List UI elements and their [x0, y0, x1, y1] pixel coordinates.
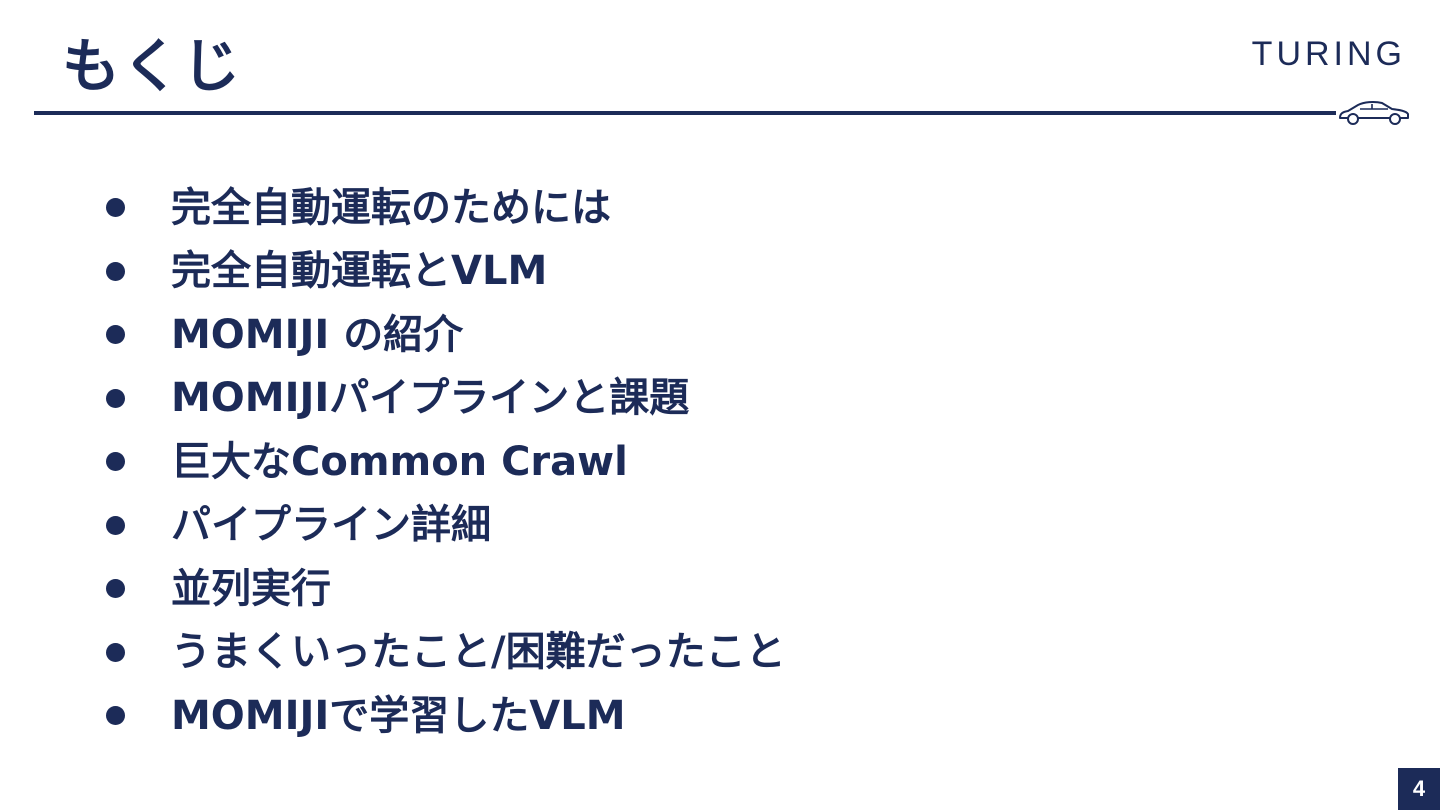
toc-item-label: 完全自動運転とVLM [171, 248, 548, 295]
bullet-icon [106, 261, 125, 281]
page-title: もくじ [62, 32, 243, 100]
turing-logo: TURING [1251, 35, 1406, 73]
bullet-icon [106, 452, 125, 472]
bullet-icon [106, 642, 125, 662]
list-item: 完全自動運転とVLM [106, 240, 786, 304]
list-item: MOMIJI の紹介 [106, 303, 786, 367]
list-item: 巨大なCommon Crawl [106, 430, 786, 494]
toc-item-label: パイプライン詳細 [171, 502, 491, 549]
car-icon [1339, 100, 1409, 125]
toc-item-label: うまくいったこと/困難だったこと [171, 629, 786, 676]
list-item: MOMIJIパイプラインと課題 [106, 367, 786, 431]
bullet-icon [106, 579, 125, 599]
toc-item-label: MOMIJIで学習したVLM [171, 692, 626, 739]
page-number-badge: 4 [1398, 768, 1440, 810]
bullet-icon [106, 325, 125, 345]
list-item: 完全自動運転のためには [106, 176, 786, 240]
toc-list: 完全自動運転のためには 完全自動運転とVLM MOMIJI の紹介 MOMIJI… [106, 176, 786, 748]
toc-item-label: MOMIJIパイプラインと課題 [171, 375, 690, 422]
header-divider [34, 111, 1336, 115]
bullet-icon [106, 515, 125, 535]
bullet-icon [106, 198, 125, 218]
toc-item-label: MOMIJI の紹介 [171, 311, 464, 358]
toc-item-label: 巨大なCommon Crawl [171, 438, 628, 485]
list-item: パイプライン詳細 [106, 494, 786, 558]
bullet-icon [106, 388, 125, 408]
toc-item-label: 完全自動運転のためには [171, 184, 611, 231]
list-item: MOMIJIで学習したVLM [106, 684, 786, 748]
list-item: うまくいったこと/困難だったこと [106, 621, 786, 685]
list-item: 並列実行 [106, 557, 786, 621]
toc-item-label: 並列実行 [171, 565, 331, 612]
bullet-icon [106, 706, 125, 726]
